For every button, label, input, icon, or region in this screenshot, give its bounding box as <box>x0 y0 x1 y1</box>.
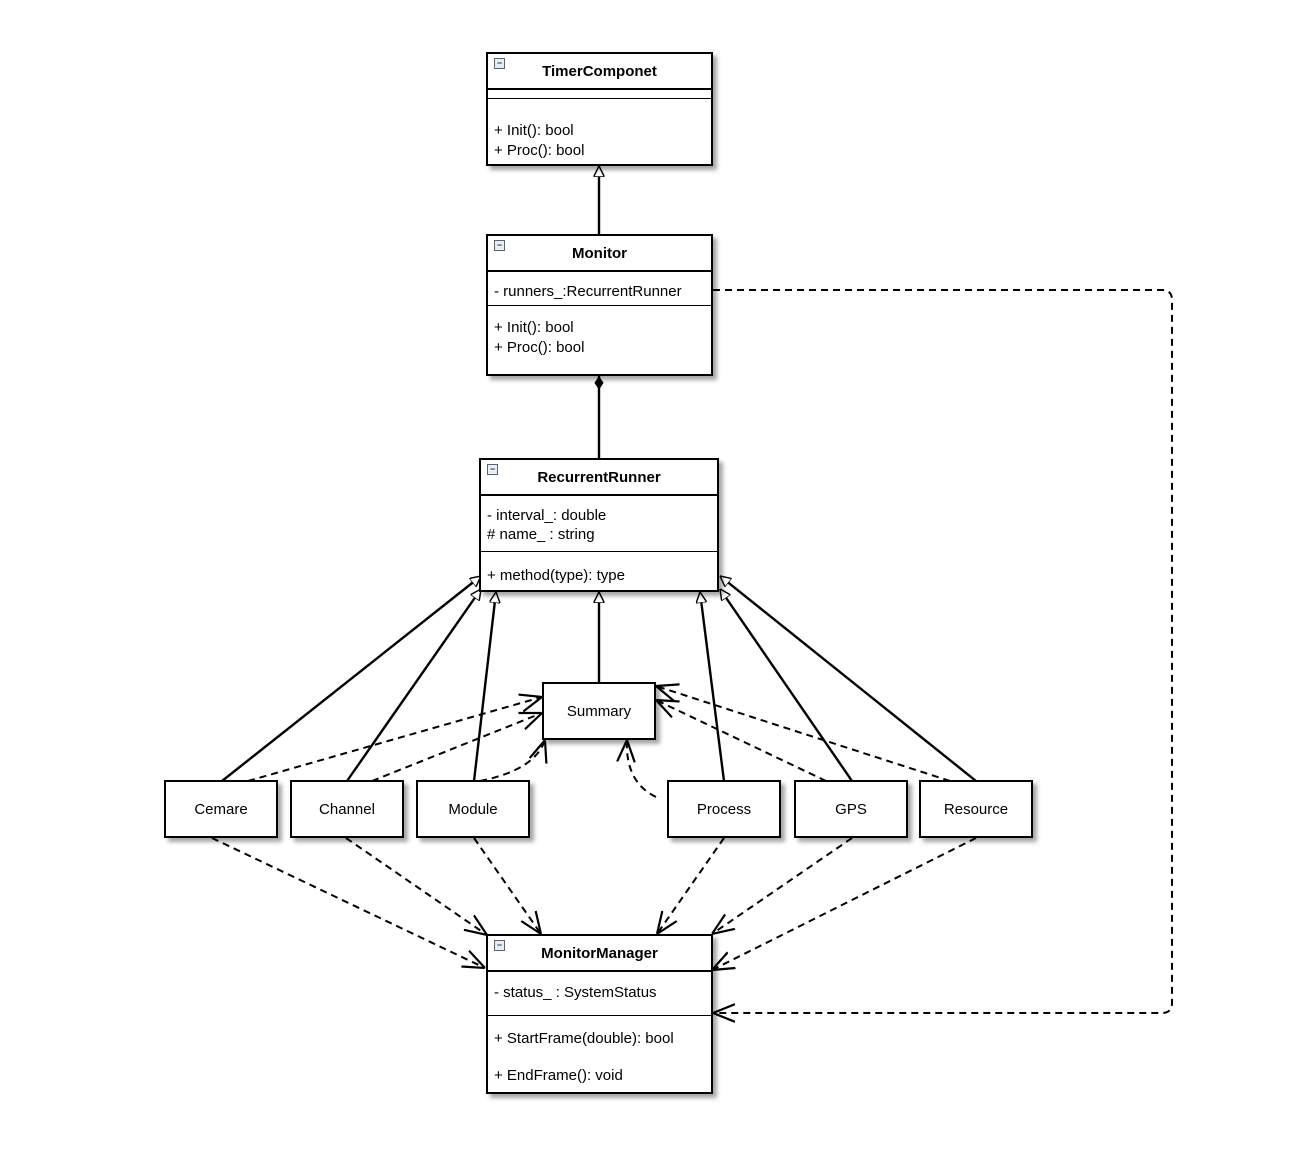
class-header: − MonitorManager <box>488 936 711 972</box>
box-module[interactable]: Module <box>416 780 530 838</box>
box-cemare[interactable]: Cemare <box>164 780 278 838</box>
box-label: Channel <box>319 800 375 818</box>
box-label: Process <box>696 800 752 818</box>
attributes-section: - interval_: double # name_ : string <box>481 496 717 551</box>
collapse-icon[interactable]: − <box>494 58 505 69</box>
method-row: + EndFrame(): void <box>494 1067 623 1084</box>
box-process[interactable]: Process <box>667 780 781 838</box>
method-row: + Proc(): bool <box>494 339 585 356</box>
box-label: Cemare <box>194 800 248 818</box>
edge-cemare-summary <box>247 697 542 782</box>
edge-process-manager <box>657 837 725 934</box>
attributes-section: - runners_:RecurrentRunner <box>488 272 711 305</box>
method-row: + Proc(): bool <box>494 142 585 159</box>
edge-module-runner <box>472 592 496 782</box>
attribute-row: - status_ : SystemStatus <box>494 984 657 1001</box>
edge-channel-summary <box>371 713 542 782</box>
edge-module-summary <box>479 740 545 782</box>
class-name: Monitor <box>572 244 627 262</box>
box-label: GPS <box>835 800 867 818</box>
edge-monitor-manager <box>713 289 1173 1013</box>
section-divider <box>481 551 717 552</box>
methods-section: + Init(): bool + Proc(): bool <box>488 99 711 161</box>
edge-gps-summary <box>656 700 827 782</box>
box-channel[interactable]: Channel <box>290 780 404 838</box>
edge-gps-manager <box>712 837 853 934</box>
section-divider <box>488 305 711 306</box>
class-timercomponet[interactable]: − TimerComponet + Init(): bool + Proc():… <box>486 52 713 166</box>
method-row: + StartFrame(double): bool <box>494 1030 674 1047</box>
collapse-icon[interactable]: − <box>487 464 498 475</box>
method-row: + Init(): bool <box>494 122 574 139</box>
edge-process-runner <box>700 592 726 782</box>
edge-cemare-manager <box>211 837 485 968</box>
collapse-icon[interactable]: − <box>494 940 505 951</box>
edge-cemare-runner <box>221 576 481 782</box>
collapse-icon[interactable]: − <box>494 240 505 251</box>
class-monitor[interactable]: − Monitor - runners_:RecurrentRunner + I… <box>486 234 713 376</box>
class-monitormanager[interactable]: − MonitorManager - status_ : SystemStatu… <box>486 934 713 1094</box>
method-row: + method(type): type <box>487 567 625 584</box>
class-header: − RecurrentRunner <box>481 460 717 496</box>
methods-section: + StartFrame(double): bool + EndFrame():… <box>488 1016 711 1087</box>
attributes-section: - status_ : SystemStatus <box>488 972 711 1015</box>
methods-section: + Init(): bool + Proc(): bool <box>488 306 711 358</box>
section-divider <box>488 98 711 99</box>
edge-channel-runner <box>346 589 482 782</box>
edge-module-manager <box>473 837 541 934</box>
box-label: Resource <box>943 800 1009 818</box>
class-header: − TimerComponet <box>488 54 711 90</box>
methods-section: + method(type): type <box>481 552 717 586</box>
edge-resource-runner <box>720 576 977 782</box>
attributes-section <box>488 90 711 98</box>
edge-gps-runner <box>719 589 853 782</box>
attribute-row: - interval_: double <box>487 507 607 524</box>
method-row: + Init(): bool <box>494 319 574 336</box>
class-name: MonitorManager <box>541 944 658 962</box>
class-header: − Monitor <box>488 236 711 272</box>
class-name: TimerComponet <box>542 62 657 80</box>
edge-channel-manager <box>345 837 487 935</box>
edge-resource-summary <box>656 686 951 782</box>
attribute-row: - runners_:RecurrentRunner <box>494 283 682 300</box>
box-gps[interactable]: GPS <box>794 780 908 838</box>
box-summary[interactable]: Summary <box>542 682 656 740</box>
edge-resource-manager <box>712 837 977 970</box>
box-resource[interactable]: Resource <box>919 780 1033 838</box>
attribute-row: # name_ : string <box>487 526 595 543</box>
class-name: RecurrentRunner <box>537 468 661 486</box>
box-label: Module <box>448 800 498 818</box>
section-divider <box>488 1015 711 1016</box>
edge-process-summary <box>627 740 657 798</box>
box-label: Summary <box>566 702 632 720</box>
class-recurrentrunner[interactable]: − RecurrentRunner - interval_: double # … <box>479 458 719 592</box>
